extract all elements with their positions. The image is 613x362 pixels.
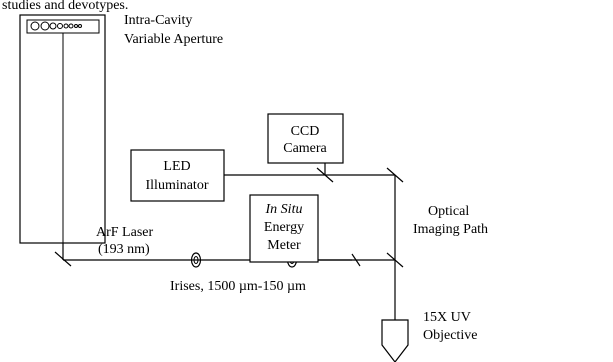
aperture-hole-icon: [63, 23, 69, 29]
iris-inner-icon: [193, 256, 199, 264]
aperture-hole-icon: [74, 24, 78, 28]
objective-label-2: Objective: [423, 328, 477, 343]
aperture-slot-icon: [26, 19, 100, 34]
ccd-label-2: Camera: [283, 141, 327, 156]
ccd-label-1: CCD: [291, 124, 320, 139]
led-label-1: LED: [163, 159, 190, 174]
led-illuminator-box: [130, 149, 225, 202]
aperture-hole-icon: [78, 24, 82, 28]
aperture-label-1: Intra-Cavity: [124, 13, 192, 28]
led-label-2: Illuminator: [146, 178, 209, 193]
ccd-camera-box: [267, 113, 344, 164]
laser-label-2: (193 nm): [98, 242, 150, 257]
aperture-hole-icon: [49, 22, 57, 30]
beam-splitter-icon: [351, 253, 361, 267]
aperture-hole-icon: [68, 23, 74, 29]
laser-label-1: ArF Laser: [96, 225, 153, 240]
optical-label-2: Imaging Path: [413, 222, 488, 237]
header-cut-text: studies and devotypes.: [2, 0, 128, 13]
iris-icon: [190, 252, 202, 268]
meter-label-1: In Situ: [265, 202, 303, 217]
meter-label-3: Meter: [267, 238, 301, 253]
aperture-label-2: Variable Aperture: [124, 32, 223, 47]
meter-label-2: Energy: [264, 220, 304, 235]
irises-label: Irises, 1500 µm-150 µm: [170, 279, 306, 294]
objective-label-1: 15X UV: [423, 310, 471, 325]
aperture-hole-icon: [30, 21, 40, 31]
laser-housing: [19, 14, 106, 244]
objective-lens-icon: [381, 319, 409, 362]
energy-meter-box: [249, 194, 319, 263]
aperture-hole-icon: [57, 23, 63, 29]
mirror-icon: [54, 251, 72, 267]
aperture-hole-icon: [40, 21, 50, 31]
optical-label-1: Optical: [428, 204, 469, 219]
